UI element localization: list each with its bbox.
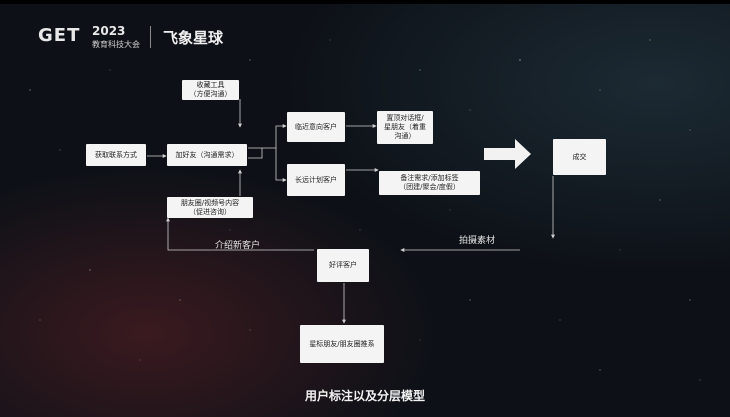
label-shoot-material: 拍摄素材 (459, 236, 496, 246)
logo-separator (150, 26, 151, 48)
node-label: 星标朋友/朋友圈推系 (309, 339, 375, 348)
node-label: 收藏工具 （方便沟通） (189, 81, 232, 98)
node-label: 朋友圈/视频号内容 （促进咨询） (180, 198, 240, 216)
node-add-friend: 加好友（沟通需求） (167, 144, 247, 166)
node-label: 成交 (572, 152, 587, 161)
node-get-contact: 获取联系方式 (86, 144, 146, 166)
node-label: 置顶对话框/ 星朋友（着重 沟通） (384, 114, 426, 140)
logo-year: 2023 (92, 24, 126, 38)
label-introduce-customer: 介绍新客户 (215, 241, 261, 251)
node-label: 好评客户 (329, 261, 357, 269)
edge-add-to-branches (248, 124, 287, 149)
big-arrow-to-deal (484, 139, 531, 169)
node-label: 长远计划客户 (295, 175, 337, 184)
edge-review-to-intro (166, 217, 314, 251)
top-bar (0, 0, 730, 4)
node-star-friend: 星标朋友/朋友圈推系 (300, 325, 384, 363)
node-label: 临近意向客户 (295, 122, 337, 131)
node-good-review: 好评客户 (317, 249, 369, 282)
node-note-tags: 备注需求/添加标签 （团建/聚会/度假） (379, 171, 480, 195)
node-label: 备注需求/添加标签 （团建/聚会/度假） (399, 174, 460, 191)
node-deal: 成交 (553, 139, 606, 175)
edge-branch-lower (275, 148, 287, 182)
edge-split-left (248, 148, 263, 159)
node-near-intent: 临近意向客户 (287, 112, 345, 142)
node-label: 加好友（沟通需求） (175, 150, 239, 159)
get-logo: GET (38, 25, 81, 46)
brand-logo: 飞象星球 (163, 29, 224, 47)
node-long-plan: 长远计划客户 (287, 164, 345, 196)
node-moments: 朋友圈/视频号内容 （促进咨询） (167, 197, 253, 218)
node-label: 获取联系方式 (95, 150, 137, 159)
logo-subtitle: 教育科技大会 (92, 40, 140, 49)
node-pin-chat: 置顶对话框/ 星朋友（着重 沟通） (377, 111, 433, 144)
node-collect-tool: 收藏工具 （方便沟通） (182, 80, 239, 100)
slide-caption: 用户标注以及分层模型 (304, 389, 425, 403)
